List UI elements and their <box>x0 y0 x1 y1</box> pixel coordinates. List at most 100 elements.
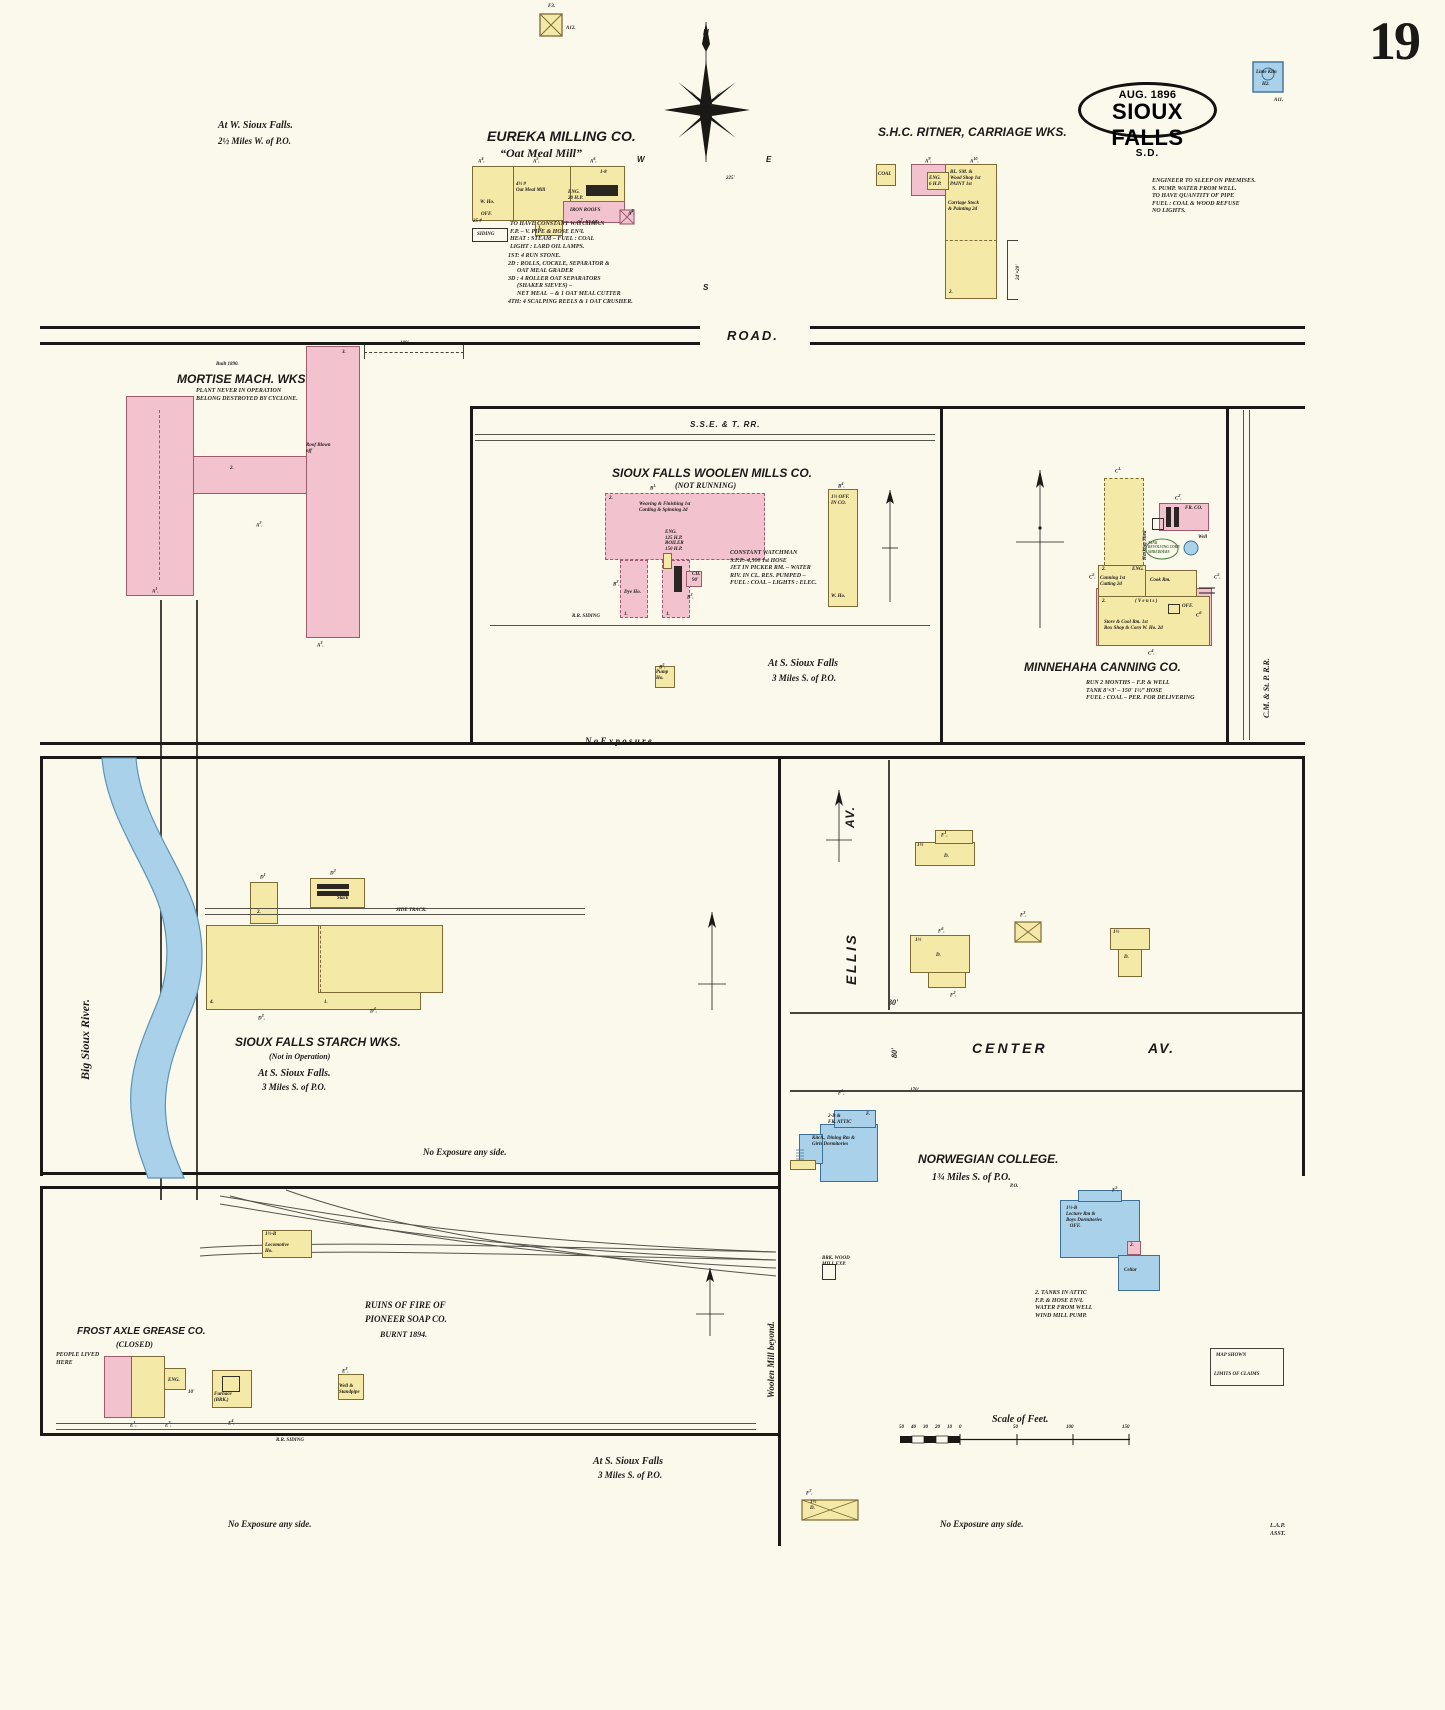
frost-note: PEOPLE LIVED HERE <box>56 1352 100 1366</box>
ritner-carriage-bldg <box>945 164 997 299</box>
cartouche-city: SIOUX FALLS <box>1111 99 1184 150</box>
eureka-building-stub <box>535 220 563 236</box>
compass-north: N <box>703 28 709 37</box>
ritner-label-carriage: Carriage Stock& Painting 2d <box>948 201 979 212</box>
eureka-building-a6 <box>570 166 625 202</box>
eureka-ref-a5: A5. <box>533 156 540 165</box>
scale-tick-30: 30 <box>923 1425 928 1430</box>
f4-d: D. <box>1124 955 1129 960</box>
eureka-floor-note: 1ST: 4 RUN STONE. 2D : ROLLS, COCKLE, SE… <box>508 253 633 305</box>
f4-stories: 1½ <box>1113 930 1120 935</box>
starch-building-d1 <box>250 882 278 924</box>
canning-note: RUN 2 MONTHS – F.P. & WELL TANK 8'×3' – … <box>1086 680 1195 702</box>
crossed-box-top-ref: A12. <box>566 26 576 31</box>
college-bldg-b-wing-n <box>1078 1190 1122 1202</box>
compass-rose <box>646 22 766 172</box>
ritner-label-engine: ENG.6 H.P. <box>929 176 942 187</box>
eureka-building-a5 <box>513 166 571 221</box>
frost-well-label: Well &Standpipe <box>339 1384 360 1395</box>
locomotive-stories: 1½-B <box>265 1232 277 1237</box>
center-av-label: CENTER <box>972 1040 1048 1056</box>
corner-key-label: Lime Kiln <box>1256 70 1277 75</box>
ellis-width-label: 80' <box>888 998 899 1007</box>
ref-f6: F6. <box>938 926 945 935</box>
woolen-siding-label: R.R. SIDING <box>572 614 600 619</box>
frost-eng-label: ENG. <box>168 1378 180 1383</box>
eureka-engine-dark <box>586 185 618 196</box>
frost-building-eng <box>164 1368 186 1390</box>
eureka-room-flat: A7- FLAT. <box>577 217 599 226</box>
woolen-chimney <box>686 571 702 587</box>
frost-rr-siding2 <box>56 1429 756 1430</box>
woolen-ref-b1: B1. <box>650 483 657 492</box>
canning-well-label: Well <box>1198 535 1208 540</box>
compass-west: W <box>637 155 645 164</box>
center-av-line2 <box>790 1090 1302 1092</box>
starch-ref-d2: D2 <box>330 868 336 877</box>
corner-key-ref1: H2. <box>1262 82 1270 87</box>
frost-well-standpipe <box>338 1374 364 1400</box>
college-bldg-a-core <box>820 1124 878 1182</box>
college-b-note: 2. TANKS IN ATTIC F.P. & HOSE EN²L WATER… <box>1035 1290 1093 1319</box>
road-gap-mask <box>700 322 810 348</box>
mortise-building-a2 <box>193 456 308 494</box>
woolen-block-bottom <box>40 742 1305 745</box>
building-f7-crossed <box>801 1499 859 1521</box>
woolen-ref-1b: 1. <box>666 612 670 617</box>
canning-tank-circle <box>1145 538 1179 560</box>
eureka-room-25: 25 # <box>473 219 482 224</box>
canning-cook-room <box>1145 570 1197 598</box>
mortise-title: MORTISE MACH. WKS. <box>177 372 309 386</box>
center-av-width: 80' <box>890 1047 899 1058</box>
frost-building-e2 <box>131 1356 165 1418</box>
eureka-siding-label: SIDING <box>477 232 495 237</box>
ritner-ref-a10: A10. <box>970 156 979 165</box>
road-line-bottom <box>40 342 1305 345</box>
canning-canning-room <box>1098 565 1146 597</box>
lower-band-left <box>40 1186 43 1436</box>
woolen-title: SIOUX FALLS WOOLEN MILLS CO. <box>612 466 812 480</box>
ritner-ref-2: 2. <box>949 290 953 295</box>
mortise-built: Built 1890. <box>216 362 239 367</box>
page-number: 19 <box>1369 11 1421 71</box>
f6-d: D. <box>936 953 941 958</box>
ritner-note: ENGINEER TO SLEEP ON PREMISES. S. PUMP. … <box>1152 178 1256 215</box>
eureka-ref-1: 1. <box>538 226 542 231</box>
college-caption-sub: P.O. <box>1010 1184 1019 1189</box>
woolen-caption-line2: 3 Miles S. of P.O. <box>772 673 837 683</box>
eureka-milling-title: EUREKA MILLING CO. <box>487 128 636 144</box>
building-f3-crossed <box>1014 921 1042 943</box>
mortise-ref-a1: A1. <box>152 586 159 595</box>
title-cartouche: AUG. 1896 SIOUX FALLS S.D. <box>1078 82 1217 159</box>
starch-dash-vert <box>320 926 322 992</box>
frost-caption-line2: 3 Miles S. of P.O. <box>598 1470 663 1480</box>
ritner-dashed-divider <box>945 240 997 242</box>
f6-stories: 1½ <box>915 938 922 943</box>
compass-south: S <box>703 283 709 292</box>
frost-furnace-label: Furnace(BRK.) <box>214 1392 232 1403</box>
canning-c2-dark1 <box>1166 507 1171 527</box>
frost-rr-siding1 <box>56 1423 756 1424</box>
mortise-note: PLANT NEVER IN OPERATION BELONG DESTROYE… <box>196 388 298 402</box>
woolen-ref-b3: B3. <box>687 592 694 601</box>
starch-stack-bar1 <box>317 884 349 889</box>
woolen-north-arrow <box>882 490 898 605</box>
canning-eng-label: ENG. <box>1132 567 1144 572</box>
mid-band-top <box>40 756 1305 759</box>
canning-north-arrow <box>1016 470 1064 630</box>
eureka-room-oatmeal: 4½ #Oat Meal Mill <box>516 182 546 193</box>
woolen-ref-b4: B4. <box>838 481 845 490</box>
frost-ref-e2: E2. <box>165 1420 172 1429</box>
lower-band-top <box>40 1186 781 1189</box>
woolen-main-building <box>605 493 765 560</box>
crossed-box-top-label: F3. <box>548 4 556 9</box>
ref-f5-top: F5. <box>838 1088 845 1097</box>
woolen-room-dye: Dye Ho. <box>624 590 641 595</box>
woolen-status: (NOT RUNNING) <box>675 481 737 490</box>
starch-caption-line2: 3 Miles S. of P.O. <box>262 1082 327 1092</box>
